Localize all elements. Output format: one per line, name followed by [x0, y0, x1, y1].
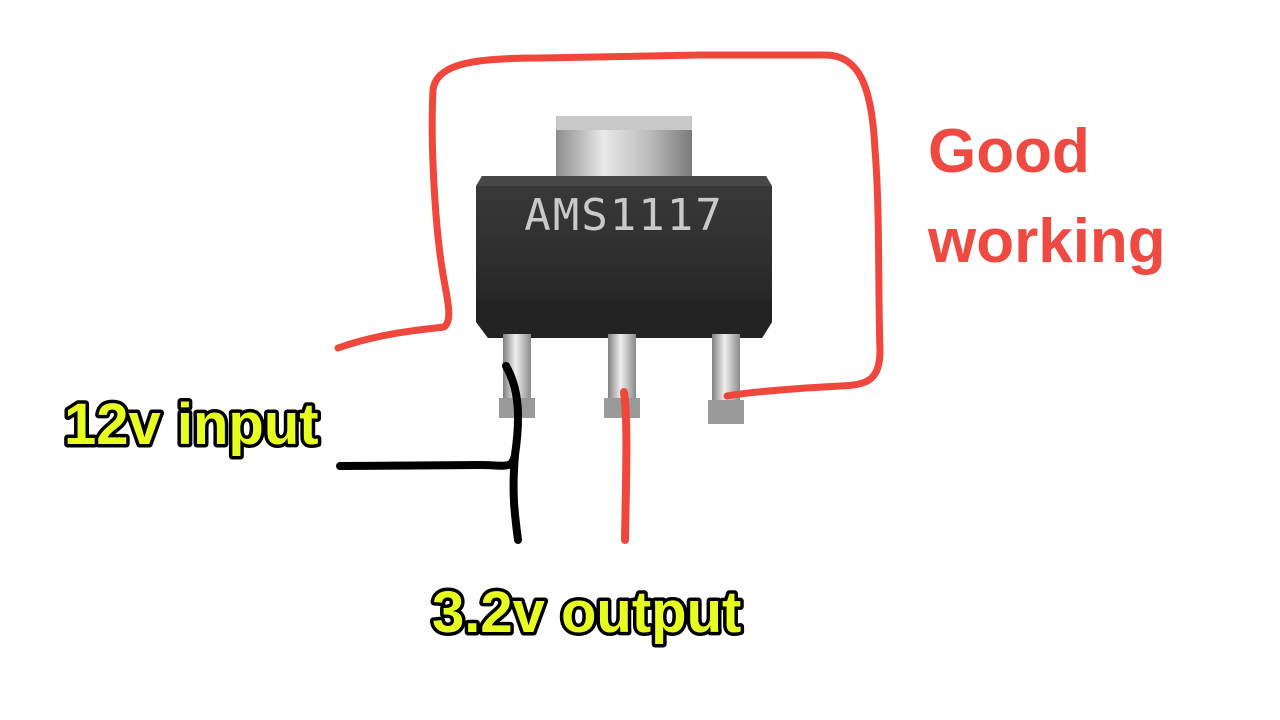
chip-part-number: AMS1117 — [524, 190, 723, 241]
chip-body: AMS1117 — [476, 176, 772, 338]
status-label-line-2: working — [927, 207, 1166, 276]
input-wire — [336, 362, 523, 544]
input-label: 12v input — [64, 392, 319, 457]
red-loop-wire — [334, 51, 884, 400]
chip-pin-output — [604, 334, 640, 418]
output-wire — [620, 388, 631, 544]
chip-heatsink-tab — [556, 116, 692, 186]
chip-pin-input — [499, 334, 535, 418]
output-label: 3.2v output — [432, 580, 741, 645]
chip-pin-ground — [708, 334, 744, 424]
status-label-line-1: Good — [928, 117, 1090, 186]
